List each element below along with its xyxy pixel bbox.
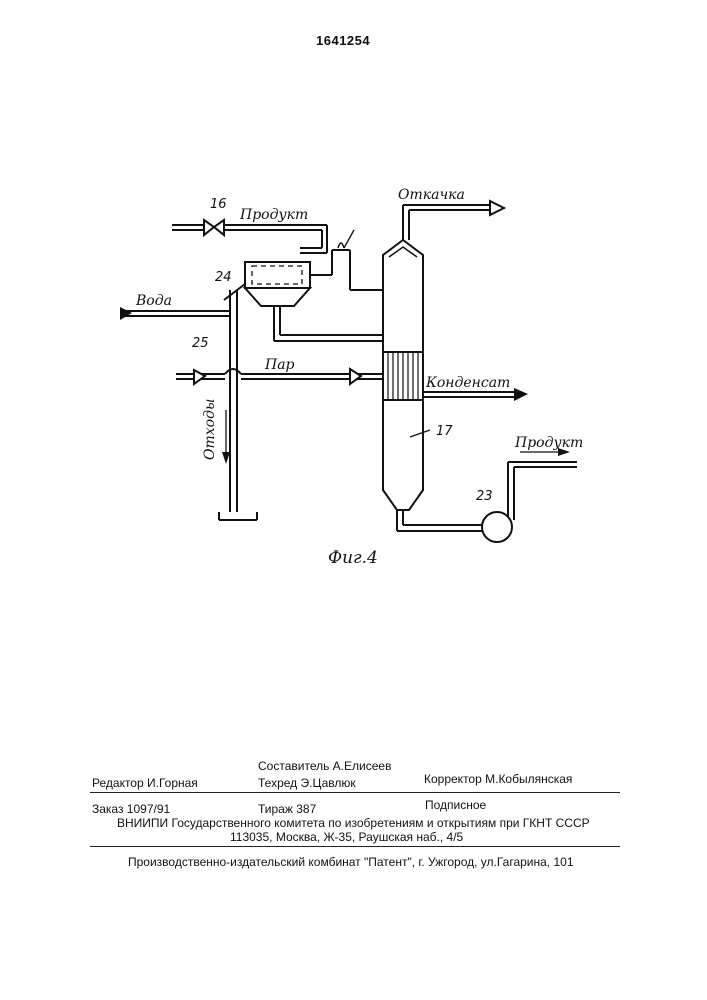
divider-bottom <box>90 846 620 847</box>
separator-number-24: 24 <box>215 270 232 285</box>
vniipi-line: ВНИИПИ Государственного комитета по изоб… <box>117 816 590 830</box>
compiler-line: Составитель А.Елисеев <box>258 759 391 773</box>
vapour-line <box>310 250 383 290</box>
label-product-in: Продукт <box>239 207 308 223</box>
valve-number-16: 16 <box>210 197 227 212</box>
pump-number-23: 23 <box>476 489 493 504</box>
label-waste: Отходы <box>202 399 218 460</box>
divider-top <box>90 792 620 793</box>
label-product-out: Продукт <box>514 435 583 451</box>
techred-line: Техред Э.Цавлюк <box>258 776 356 790</box>
label-water: Вода <box>135 293 172 309</box>
drain-pipe-25 <box>219 284 257 520</box>
column-number-17: 17 <box>436 424 453 439</box>
label-pumpout: Откачка <box>398 187 465 203</box>
product-inlet-line <box>172 225 354 253</box>
address-line: 113035, Москва, Ж-35, Раушская наб., 4/5 <box>230 830 463 844</box>
label-steam: Пар <box>264 357 295 373</box>
process-diagram: 16 Продукт Откачка 24 Вода 25 Пар Конден… <box>0 0 707 600</box>
order-line: Заказ 1097/91 <box>92 802 170 816</box>
circulation-line: Тираж 387 <box>258 802 316 816</box>
editor-line: Редактор И.Горная <box>92 776 198 790</box>
label-condensate: Конденсат <box>425 375 510 391</box>
corrector-line: Корректор М.Кобылянская <box>424 772 572 786</box>
subscription-line: Подписное <box>425 798 486 812</box>
separator-24 <box>245 262 383 341</box>
publisher-line: Производственно-издательский комбинат "П… <box>128 855 574 869</box>
drain-pipe-number-25: 25 <box>192 336 209 351</box>
figure-caption: Фиг.4 <box>328 548 378 568</box>
valve-16-symbol <box>204 220 224 235</box>
column-17 <box>383 201 528 510</box>
